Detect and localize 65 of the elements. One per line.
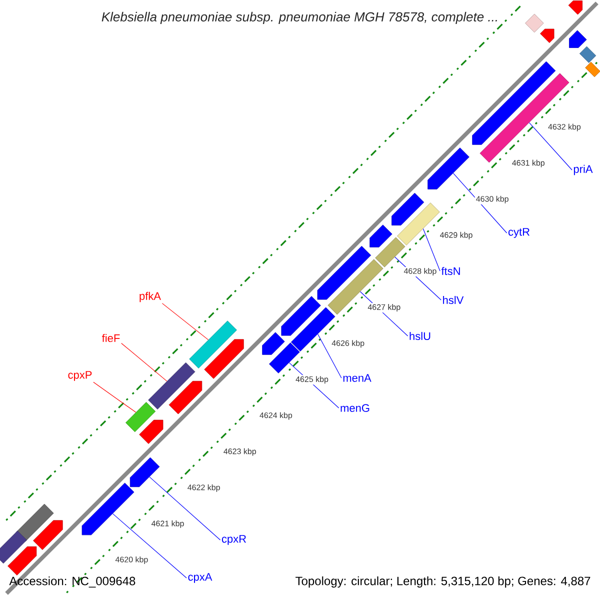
gene-label: fieF — [102, 334, 120, 342]
gene-feature — [428, 148, 470, 190]
gene-feature — [392, 192, 424, 226]
gene-feature — [8, 546, 37, 576]
map-title: Klebsiella pneumoniae subsp. pneumoniae MGH 78578, complete ... — [102, 12, 497, 24]
gene-bar — [16, 504, 54, 542]
scale-label: 4630 kbp — [474, 194, 510, 204]
gene-feature — [82, 482, 134, 536]
gene-feature — [568, 0, 583, 15]
gene-bar — [585, 62, 600, 78]
scale-label: 4629 kbp — [438, 230, 474, 240]
gene-label: cpxP — [68, 371, 92, 381]
scale-label: 4631 kbp — [510, 158, 546, 168]
gene-feature — [33, 520, 63, 550]
gene-feature — [281, 296, 321, 336]
leader-line — [93, 382, 136, 413]
gene-feature — [139, 420, 164, 444]
scale-label: 4627 kbp — [366, 303, 402, 312]
gene-bar — [189, 320, 237, 368]
gene-feature — [317, 246, 372, 300]
gene-bar — [525, 14, 544, 33]
leader-line — [149, 476, 221, 540]
gene-label: menA — [343, 374, 372, 382]
gene-feature — [168, 380, 202, 414]
gene-feature — [204, 339, 244, 379]
leader-line — [528, 122, 572, 170]
leader-line — [112, 513, 187, 578]
scale-label: 4624 kbp — [258, 411, 294, 421]
leader-line — [422, 228, 440, 272]
gene-label: ftsN — [441, 266, 460, 276]
gene-label: pfkA — [140, 292, 161, 302]
gene-bar — [328, 259, 384, 315]
gene-bar — [148, 362, 196, 410]
gene-bar — [269, 342, 300, 374]
gene-feature — [262, 332, 285, 355]
accession-text: Accession: NC_009648 — [9, 576, 136, 588]
leader-line — [121, 342, 168, 382]
gene-feature — [130, 457, 160, 488]
gene-bar — [0, 530, 27, 564]
scale-label: 4620 kbp — [114, 556, 150, 565]
scale-label: 4625 kbp — [294, 375, 330, 385]
gene-bar — [579, 46, 596, 63]
scale-label: 4628 kbp — [402, 267, 438, 276]
gene-feature — [540, 28, 554, 43]
scale-label: 4632 kbp — [547, 122, 582, 132]
gene-label: cytR — [508, 228, 530, 238]
topology-text: Topology: circular; Length: 5,315,120 bp; Genes: 4,887 — [296, 576, 590, 588]
gene-label: hslU — [410, 332, 430, 340]
gene-bar — [397, 202, 440, 246]
gene-feature — [370, 224, 392, 248]
leader-line — [162, 303, 209, 340]
scale-label: 4623 kbp — [222, 447, 258, 457]
gene-label: priA — [574, 164, 593, 176]
scale-label: 4626 kbp — [330, 339, 366, 349]
scale-label: 4622 kbp — [186, 483, 222, 493]
leader-line — [318, 334, 342, 378]
gene-label: cpxR — [222, 535, 246, 545]
gene-bar — [375, 237, 406, 268]
gene-feature — [569, 30, 587, 48]
gene-label: menG — [340, 404, 370, 412]
leader-line — [452, 172, 508, 234]
gene-bar — [126, 402, 156, 432]
gene-label: cpxA — [188, 573, 212, 583]
scale-label: 4621 kbp — [150, 519, 186, 529]
gene-label: hslV — [443, 296, 464, 304]
